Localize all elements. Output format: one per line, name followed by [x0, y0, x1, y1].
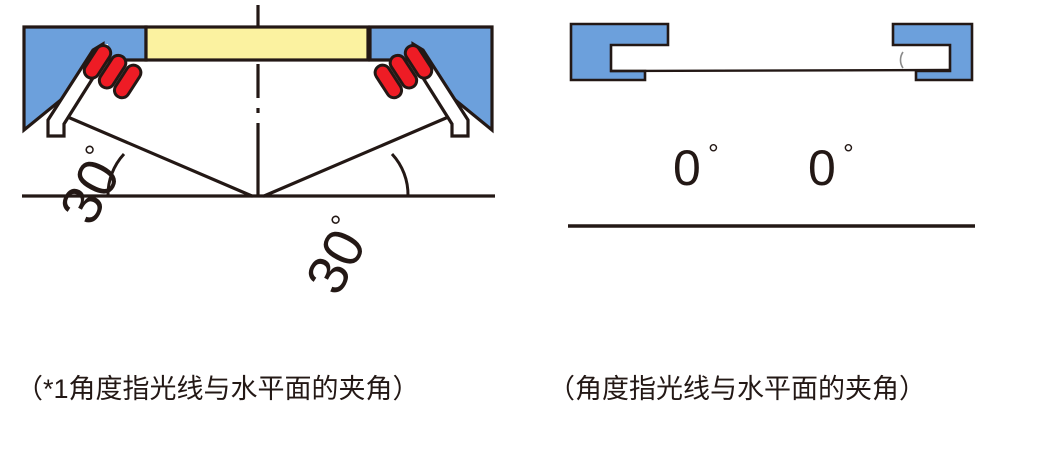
- right-angle-label-value: 30: [293, 219, 378, 304]
- right-panel-angle-label-left-value: 0: [673, 140, 701, 196]
- horizontal-light-ray: [609, 68, 951, 73]
- left-angle-arc: [106, 152, 126, 197]
- led-capsule: [97, 53, 128, 90]
- right-led-module: [373, 44, 434, 100]
- right-panel-angle-label-right-value: 0: [808, 140, 836, 196]
- yellow-diffuser-panel: [144, 25, 370, 62]
- led-capsule: [403, 44, 434, 80]
- right-panel-angle-label-left-group: 0 °: [673, 139, 719, 196]
- right-panel-right-bracket: [891, 22, 974, 82]
- right-panel-angle-label-right-group: 0 °: [808, 139, 854, 196]
- left-led-module: [82, 44, 143, 100]
- left-caption: （*1角度指光线与水平面的夹角）: [16, 374, 420, 404]
- led-capsule: [112, 63, 143, 100]
- right-light-ray: [262, 116, 448, 198]
- left-angle-label-group: 30 °: [47, 140, 132, 234]
- left-light-ray: [68, 116, 254, 198]
- right-panel-angle-label-right-degree: °: [843, 139, 854, 169]
- right-bracket-arc-detail: [899, 51, 904, 69]
- led-capsule: [82, 44, 113, 80]
- right-angle-label-group: 30 °: [293, 210, 378, 304]
- right-illumination-diagram: 0 ° 0 ° （角度指光线与水平面的夹角）: [548, 22, 975, 404]
- led-capsule: [373, 63, 404, 100]
- led-capsule: [388, 53, 419, 90]
- left-illumination-diagram: 30 ° 30 ° （*1角度指光线与水平面的夹角）: [16, 5, 495, 404]
- right-panel-angle-label-left-degree: °: [708, 139, 719, 169]
- right-angle-arc: [390, 152, 410, 197]
- right-caption: （角度指光线与水平面的夹角）: [548, 374, 926, 404]
